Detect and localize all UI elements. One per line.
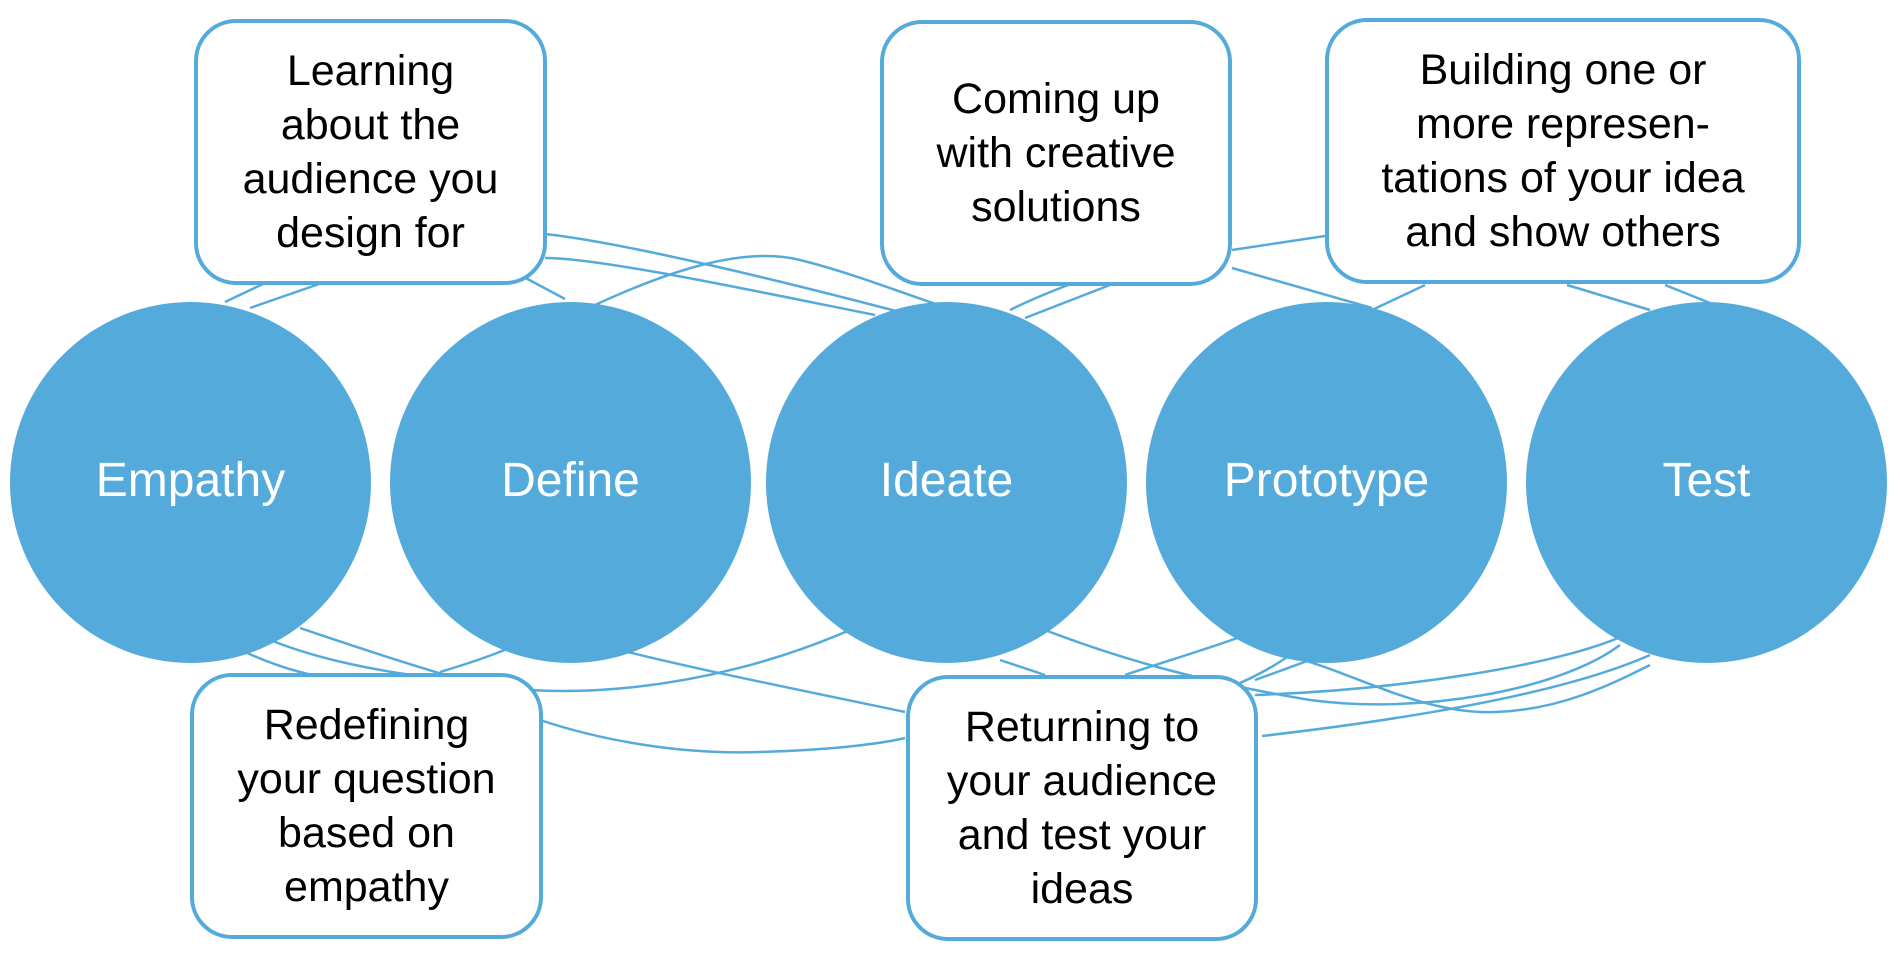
stage-prototype-label: Prototype [1223, 453, 1430, 507]
note-define-line: empathy [284, 863, 449, 911]
note-prototype: Building one or more represen- tations o… [1325, 18, 1801, 284]
note-empathy-line: Learning [286, 47, 455, 95]
stage-empathy-label: Empathy [95, 453, 286, 507]
stage-ideate-label: Ideate [879, 453, 1014, 507]
connector-line [539, 718, 906, 754]
note-ideate: Coming up with creative solutions [880, 20, 1232, 286]
note-test-line: and test your [957, 811, 1207, 859]
stage-define-label: Define [501, 453, 640, 507]
connector-line [999, 658, 1046, 677]
note-define: Redefining your question based on empath… [190, 673, 543, 939]
note-ideate-line: with creative [936, 129, 1176, 177]
connector-line [519, 273, 566, 301]
note-empathy-line: about the [280, 101, 461, 149]
stage-test-label: Test [1662, 453, 1751, 507]
connector-line [619, 648, 906, 714]
connector-line [1261, 653, 1651, 738]
note-define-line: based on [278, 809, 455, 857]
note-prototype-line: more represen- [1416, 100, 1710, 148]
connector-line [1664, 283, 1711, 305]
note-define-line: your question [237, 755, 496, 803]
note-prototype-line: Building one or [1419, 46, 1707, 94]
connector-line [1284, 653, 1651, 714]
note-empathy-line: design for [276, 209, 465, 257]
note-prototype-line: and show others [1405, 208, 1721, 256]
note-test: Returning to your audience and test your… [906, 675, 1258, 941]
note-ideate-line: Coming up [952, 75, 1160, 123]
note-test-line: your audience [946, 757, 1218, 805]
note-prototype-line: tations of your idea [1381, 154, 1745, 202]
connector-line [1231, 234, 1326, 252]
note-empathy: Learning about the audience you design f… [194, 19, 547, 285]
stage-define-circle: Define [390, 302, 751, 663]
stage-empathy-circle: Empathy [10, 302, 371, 663]
connector-line [1124, 635, 1241, 677]
note-empathy-line: audience you [242, 155, 499, 203]
note-ideate-line: solutions [971, 183, 1141, 231]
stage-test-circle: Test [1526, 302, 1887, 663]
note-test-line: ideas [1030, 865, 1134, 913]
connector-line [544, 232, 931, 322]
stage-prototype-circle: Prototype [1146, 302, 1507, 663]
connector-line [1254, 658, 1311, 682]
connector-line [594, 254, 961, 314]
note-define-line: Redefining [263, 701, 470, 749]
connector-line [249, 281, 323, 310]
connector-line [1024, 283, 1111, 320]
note-test-line: Returning to [964, 703, 1200, 751]
stage-ideate-circle: Ideate [766, 302, 1127, 663]
connector-line [544, 256, 876, 317]
connector-line [1371, 283, 1426, 312]
connector-line [1566, 283, 1651, 312]
connector-line [1044, 628, 1621, 706]
connector-line [1254, 633, 1626, 697]
connector-line [1231, 266, 1373, 310]
